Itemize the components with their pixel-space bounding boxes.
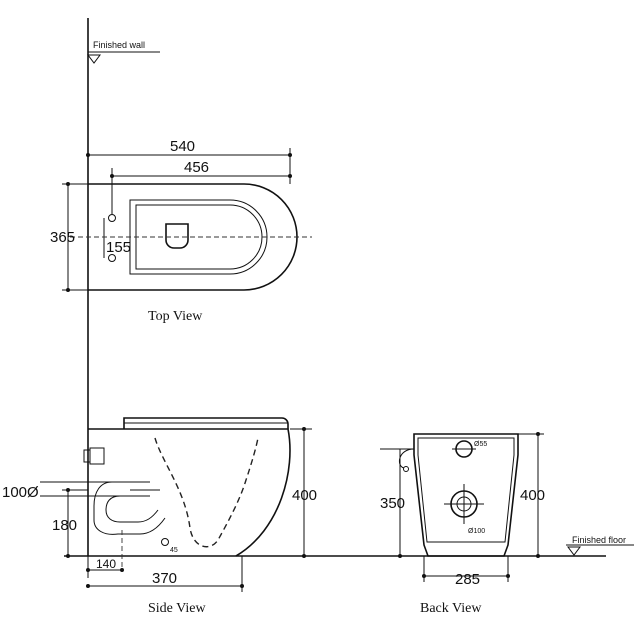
fixing-hole-upper	[108, 214, 116, 222]
dim-side-400-tick-top	[302, 427, 306, 431]
side-view-outlet-outer	[93, 481, 166, 535]
finished-wall-label: Finished wall	[93, 40, 145, 50]
fixing-hole-lower	[108, 254, 116, 262]
dim-540-tick-right	[288, 153, 292, 157]
dim-100-label: 100Ø	[2, 484, 39, 501]
dim-side-400-tick-bottom	[302, 554, 306, 558]
dim-285-tick-right	[506, 574, 510, 578]
finished-floor-label: Finished floor	[572, 535, 626, 545]
angle-45-label: 45	[170, 547, 178, 554]
dim-180-tick-top	[66, 488, 70, 492]
finished-floor: Finished floor	[64, 535, 634, 557]
dim-back-400-label: 400	[520, 487, 545, 504]
side-view-trapway	[154, 437, 259, 548]
back-view-inlet-label: Ø55	[474, 441, 487, 448]
top-view-bowl-rim	[135, 204, 263, 270]
side-view: 45 400 100Ø 180 140 370 Side View	[2, 417, 317, 616]
back-view-body	[413, 433, 519, 557]
back-view-outlet-label: Ø100	[468, 528, 485, 535]
dim-365-tick-top	[66, 182, 70, 186]
finished-wall-marker	[87, 54, 101, 64]
back-view-caption: Back View	[420, 601, 482, 616]
back-view-hose-end	[403, 466, 409, 472]
back-view-inner	[417, 437, 515, 543]
dim-350-tick-bottom	[398, 554, 402, 558]
dim-side-400-label: 400	[292, 487, 317, 504]
finished-wall: Finished wall	[87, 18, 160, 556]
top-view-bowl	[129, 199, 268, 275]
side-view-fixing-bolt	[161, 538, 169, 546]
dim-180-label: 180	[52, 517, 77, 534]
top-view: 540 456 365 155 Top View	[50, 138, 312, 324]
top-view-drain	[165, 223, 189, 249]
dim-140-label: 140	[96, 557, 116, 571]
dim-180-tick-bottom	[66, 554, 70, 558]
side-view-outlet-inner	[105, 495, 159, 523]
side-view-caption: Side View	[148, 601, 207, 616]
side-view-seat	[123, 417, 289, 429]
back-view-hose	[398, 448, 415, 469]
top-view-caption: Top View	[148, 309, 203, 324]
dim-back-400-tick-top	[536, 432, 540, 436]
dim-285-tick-left	[422, 574, 426, 578]
dim-365-tick-bottom	[66, 288, 70, 292]
dim-285-label: 285	[455, 571, 480, 588]
dim-370-tick-right	[240, 584, 244, 588]
dim-155-label: 155	[106, 239, 131, 256]
back-view: Ø55 Ø100 350 400 285 Back View	[380, 432, 545, 616]
dim-370-tick-left	[86, 584, 90, 588]
finished-floor-marker	[567, 546, 581, 556]
dim-140-tick-right	[120, 568, 124, 572]
side-view-connector	[83, 449, 91, 463]
dim-456-label: 456	[184, 159, 209, 176]
dim-140-tick-left	[86, 568, 90, 572]
dim-456-tick-right	[288, 174, 292, 178]
side-view-inlet-fitting	[89, 447, 105, 465]
dim-370-label: 370	[152, 570, 177, 587]
dim-back-400-tick-bottom	[536, 554, 540, 558]
dim-456-tick-left	[110, 174, 114, 178]
dim-540-tick-left	[86, 153, 90, 157]
dim-350-label: 350	[380, 495, 405, 512]
side-view-body	[88, 428, 291, 557]
dim-365-label: 365	[50, 229, 75, 246]
dim-540-label: 540	[170, 138, 195, 155]
